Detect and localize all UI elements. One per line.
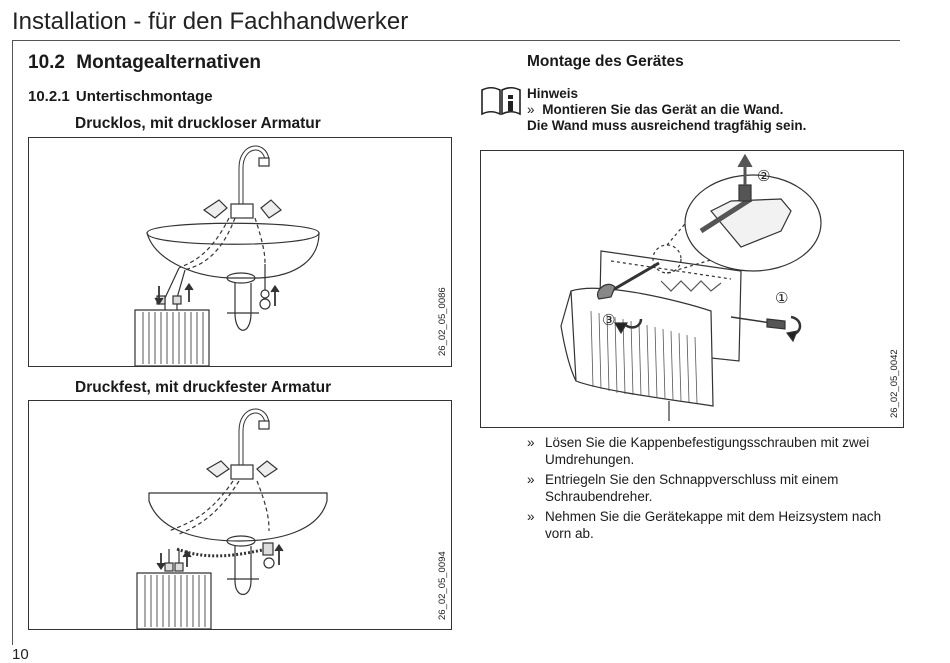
note-mark: » [527,102,535,117]
figure-montage: ② ① ③ [480,150,904,428]
section-number: 10.2 [28,52,65,73]
step-mark: » [527,435,535,450]
montage-heading: Montage des Gerätes [527,53,684,70]
step-item: » Entriegeln Sie den Schnappverschluss m… [527,471,907,505]
step-mark: » [527,509,535,524]
note-line-1: Montieren Sie das Gerät an die Wand. [542,102,784,117]
figure-druckfest [28,400,452,630]
page-header-title: Installation - für den Fachhandwerker [12,8,409,35]
step-mark: » [527,472,535,487]
sink-druckfest-illustration [136,408,328,630]
note-title: Hinweis [527,86,579,101]
note-line-2: Die Wand muss ausreichend tragfähig sein… [527,118,807,133]
info-book-icon [480,84,522,118]
left-margin-rule [12,40,13,645]
figure-id-druckfest: 26_02_05_0094 [437,551,448,620]
figure-id-montage: 26_02_05_0042 [889,349,900,418]
callout-1: ① [775,289,788,307]
figure-caption-druckfest: Druckfest, mit druckfester Armatur [75,379,332,396]
section-title: Montagealternativen [76,52,262,73]
step-item: » Lösen Sie die Kappenbefestigungsschrau… [527,434,907,468]
subsection-number: 10.2.1 [28,88,70,105]
device-cap-removal-illustration: ② ① ③ [560,153,822,421]
note-instruction: » Montieren Sie das Gerät an die Wand. [527,102,783,118]
step-text: Entriegeln Sie den Schnappverschluss mit… [545,472,839,504]
callout-3: ③ [602,311,615,329]
figure-id-drucklos: 26_02_05_0086 [437,287,448,356]
figure-caption-drucklos: Drucklos, mit druckloser Armatur [75,115,321,132]
subsection-heading: 10.2.1 Untertischmontage [28,88,213,105]
step-list: » Lösen Sie die Kappenbefestigungsschrau… [527,434,907,545]
page-number: 10 [12,646,29,663]
step-item: » Nehmen Sie die Gerätekappe mit dem Hei… [527,508,907,542]
step-text: Nehmen Sie die Gerätekappe mit dem Heizs… [545,509,882,541]
subsection-title: Untertischmontage [75,88,213,105]
sink-drucklos-illustration [134,145,320,367]
step-text: Lösen Sie die Kappenbefestigungsschraube… [545,435,870,467]
section-heading: 10.2 Montagealternativen [28,52,261,74]
figure-drucklos [28,137,452,367]
header-divider [12,40,900,41]
callout-2: ② [757,167,770,185]
